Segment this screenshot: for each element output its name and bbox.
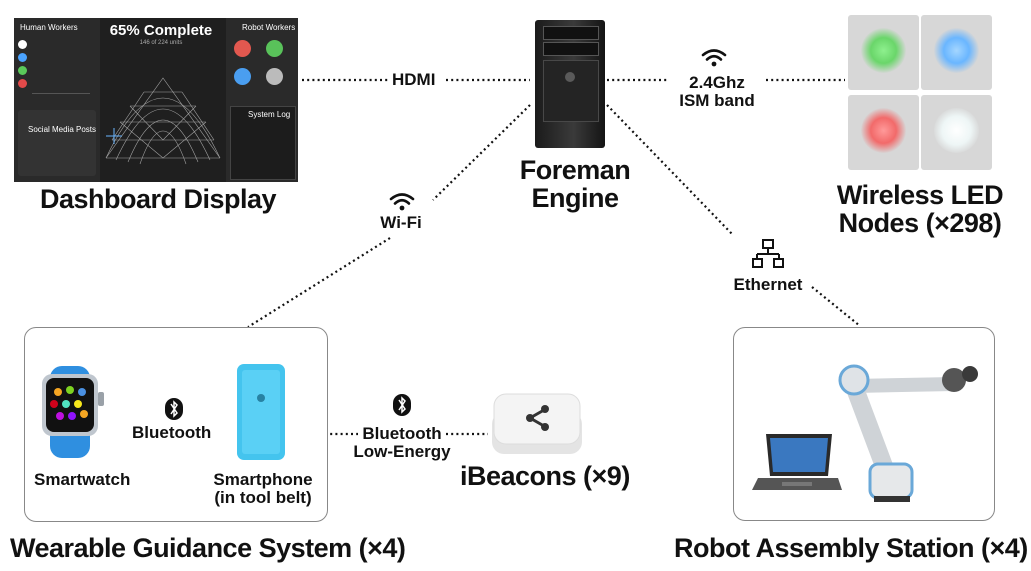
smartwatch-image (42, 366, 104, 458)
worker-dot (18, 53, 27, 62)
led-node-white (921, 95, 992, 170)
worker-dot (18, 79, 27, 88)
robot-status-dot (266, 68, 283, 85)
ism-label: 2.4Ghz ISM band (679, 73, 755, 110)
system-log (230, 106, 296, 180)
front-panel (543, 60, 599, 122)
wearable-label: Wearable Guidance System (×4) (10, 533, 406, 563)
hdmi-label: HDMI (392, 70, 436, 89)
worker-dot (18, 66, 27, 75)
drive-bay (543, 42, 599, 56)
bluetooth-icon (392, 394, 412, 421)
led-node-blue (921, 15, 992, 90)
ethernet-link (606, 104, 734, 236)
wifi-label: Wi-Fi (380, 213, 422, 232)
laptop-image (752, 434, 842, 490)
wifi-link (432, 104, 531, 201)
ethernet-label: Ethernet (733, 275, 803, 294)
robot-label: Robot Assembly Station (×4) (674, 533, 1028, 563)
bluetooth-label: Bluetooth (132, 423, 212, 442)
robot-status-dot (234, 68, 251, 85)
drive-bay (543, 26, 599, 40)
ibeacons-label: iBeacons (×9) (460, 461, 630, 491)
ibeacon-image (492, 393, 582, 454)
progress-subtitle: 146 of 224 units (139, 40, 183, 46)
dashboard-label: Dashboard Display (40, 184, 277, 214)
led-label: Wireless LED Nodes (×298) (836, 180, 1004, 239)
worker-dot (18, 40, 27, 49)
bluetooth-icon (164, 398, 184, 425)
dashboard-display: Human Workers Social Media Posts 65% Com… (14, 18, 298, 182)
smartphone-label: Smartphone (in tool belt) (213, 470, 313, 507)
robot-status-dot (234, 40, 251, 57)
wifi-icon (701, 49, 727, 67)
foreman-label: Foreman Engine (519, 155, 631, 214)
smartphone-image (237, 364, 285, 460)
ethernet-icon (752, 239, 784, 268)
power-button-icon (565, 72, 575, 82)
smartwatch-label: Smartwatch (34, 470, 131, 489)
progress-title: 65% Complete (109, 22, 213, 39)
wifi-link-2 (247, 237, 391, 328)
foreman-tower (535, 20, 605, 148)
social-media-title: Social Media Posts (28, 125, 97, 134)
structure-3d-view (105, 77, 221, 165)
ble-label: Bluetooth Low-Energy (353, 424, 451, 461)
system-log-title: System Log (248, 110, 291, 119)
robot-status-dot (266, 40, 283, 57)
ethernet-link-2 (811, 286, 861, 327)
led-node-green (848, 15, 919, 90)
human-workers-title: Human Workers (20, 23, 78, 32)
led-node-red (848, 95, 919, 170)
robot-arm-image (838, 364, 978, 502)
robot-workers-title: Robot Workers (242, 23, 296, 32)
social-feed (18, 110, 96, 176)
wifi-icon (389, 193, 415, 211)
